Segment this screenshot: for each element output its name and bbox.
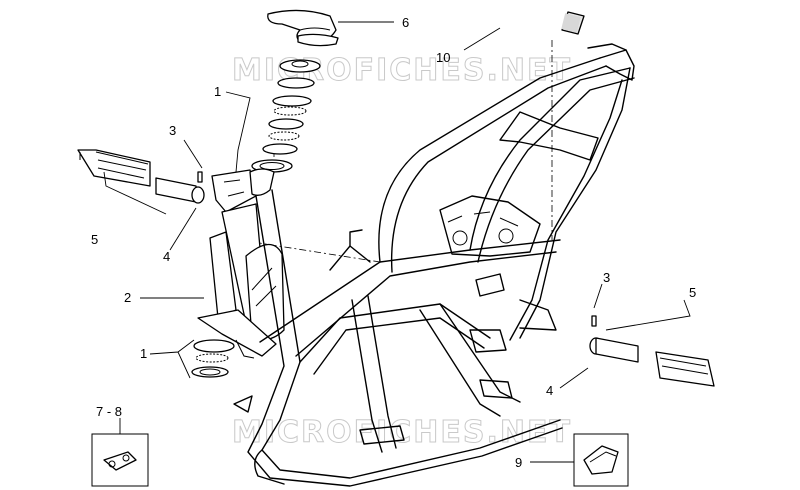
part-4-left-footrest-pin [155,177,205,204]
callout-1-bottom: 1 [140,346,147,361]
callout-4-left: 4 [163,249,170,264]
callout-7-8: 7 - 8 [96,404,122,419]
callout-5-left: 5 [91,232,98,247]
part-3-left-screw [197,171,203,183]
callout-4-right: 4 [546,383,553,398]
part-5-right-footrest [655,351,715,387]
detail-box-7-8 [91,433,149,487]
main-frame [233,43,635,487]
part-1-steering-bearings-bottom [191,339,235,378]
leader-lines [103,21,691,463]
part-5-left-footrest [77,149,151,187]
part-3-right-screw [591,315,597,327]
callout-5-right: 5 [689,285,696,300]
callout-1-top: 1 [214,84,221,99]
part-10-pad [561,11,585,35]
callout-10: 10 [436,50,450,65]
callout-3-left: 3 [169,123,176,138]
callout-3-right: 3 [603,270,610,285]
callout-6: 6 [402,15,409,30]
callout-2: 2 [124,290,131,305]
detail-box-9 [573,433,629,487]
part-4-right-footrest-pin [589,337,639,363]
callout-labels: 6 10 1 3 5 4 2 1 3 5 4 7 - 8 9 [91,15,696,470]
part-2-steering-tube [197,168,285,359]
part-6-steering-cap [267,9,339,47]
part-1-steering-bearings-top [251,59,321,173]
callout-9: 9 [515,455,522,470]
